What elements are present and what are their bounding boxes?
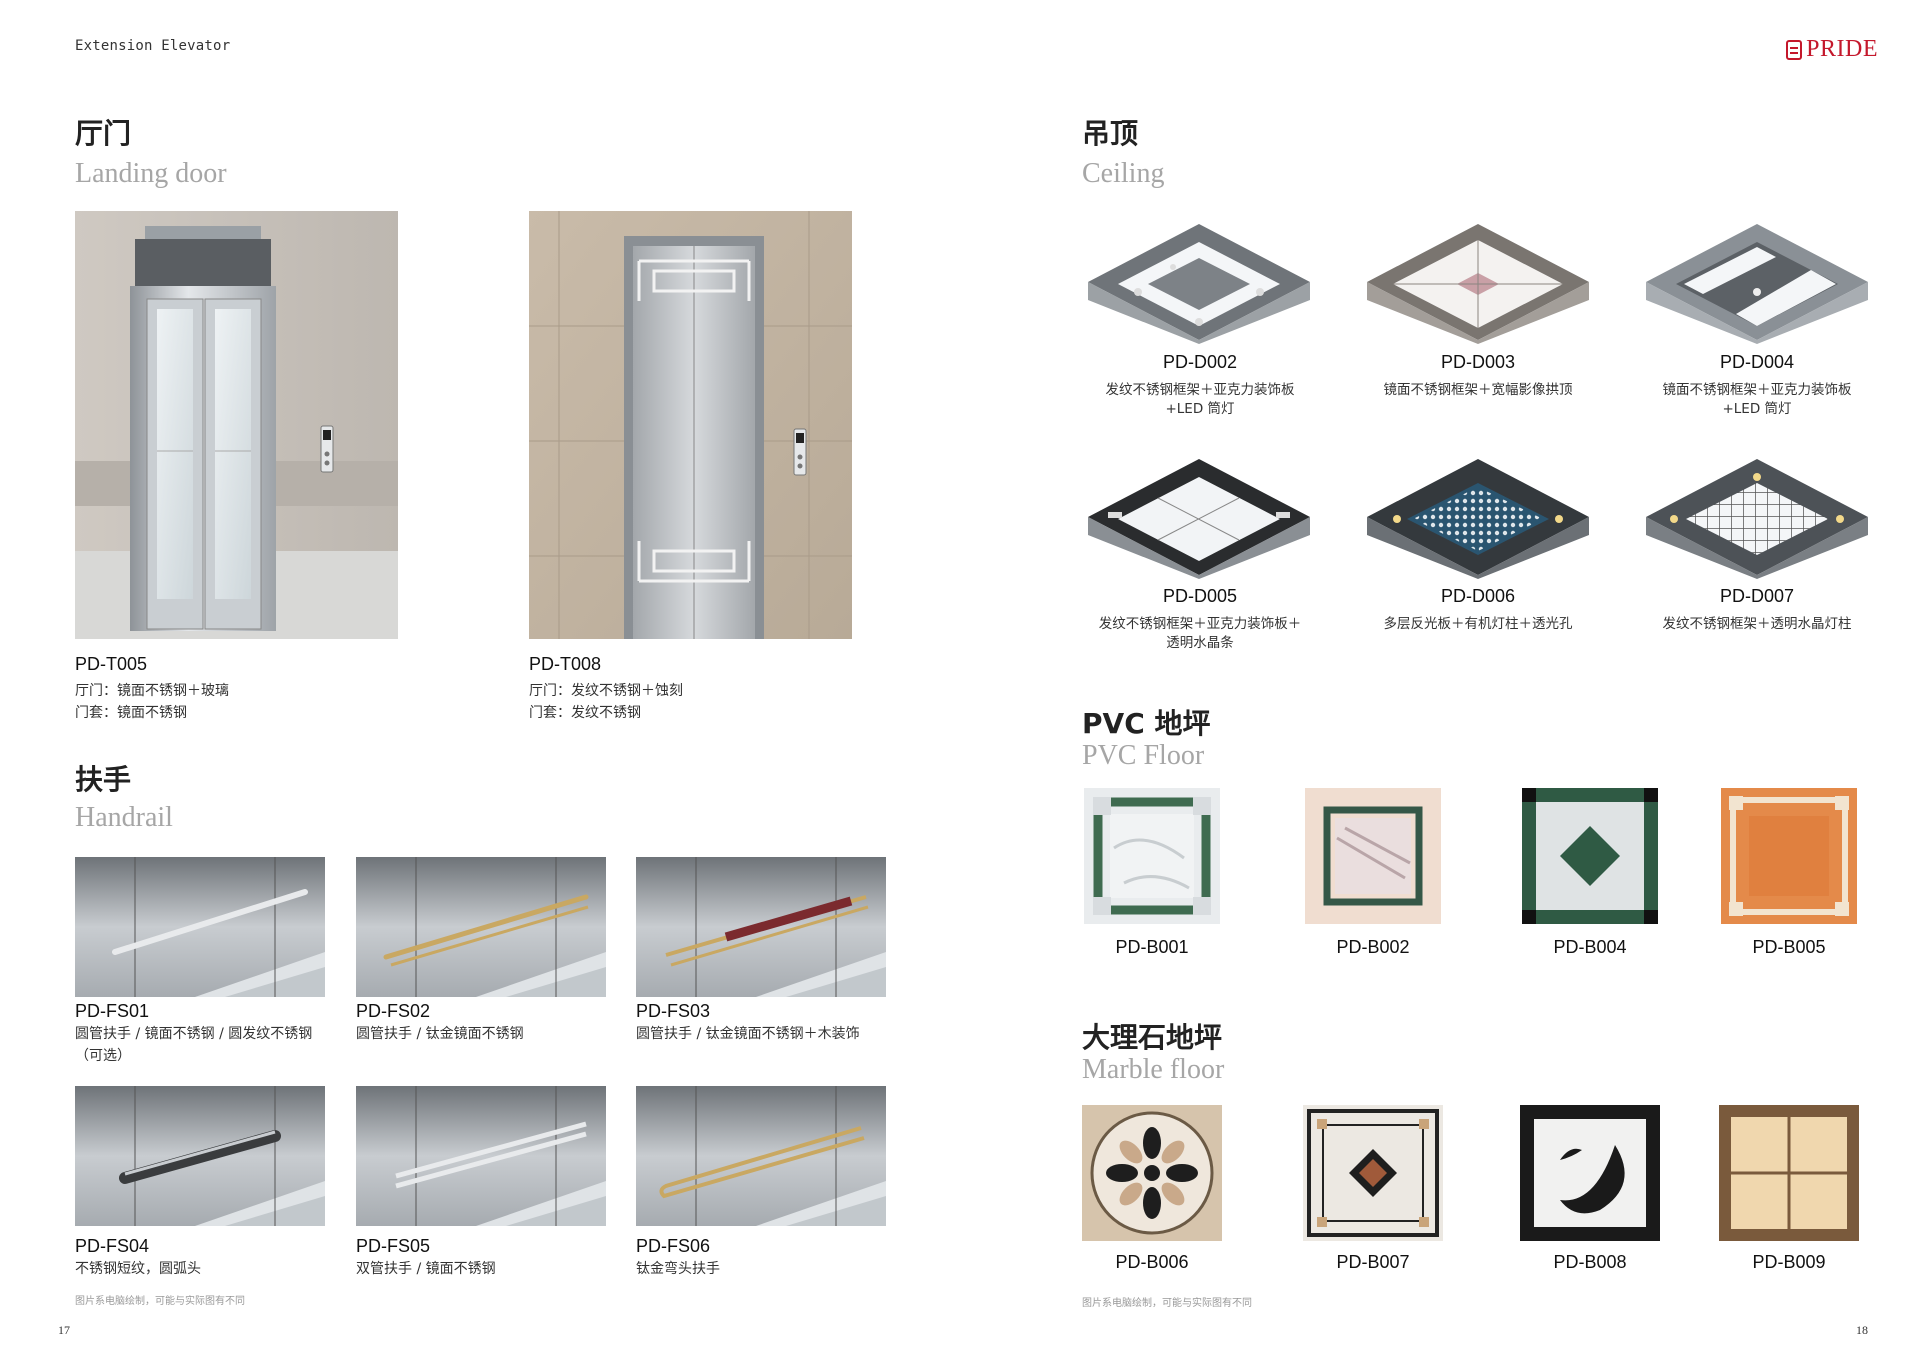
- pvc-code-b002: PD-B002: [1336, 937, 1410, 957]
- ceiling-title-cn: 吊顶: [1082, 117, 1139, 150]
- handrail-desc-fs01: 圆管扶手 / 镜面不锈钢 / 圆发纹不锈钢（可选）: [75, 1026, 313, 1064]
- marble-code-b009: PD-B009: [1752, 1252, 1826, 1272]
- marble-title-en: Marble floor: [1082, 1054, 1225, 1085]
- ceiling-desc-d005: 发纹不锈钢框架＋亚克力装饰板＋透明水晶条: [1098, 616, 1302, 651]
- pvc-b002-image: [1305, 788, 1441, 924]
- ceiling-d007-image: [1636, 457, 1878, 579]
- marble-b007-image: [1303, 1105, 1443, 1241]
- marble-code-b007: PD-B007: [1336, 1252, 1410, 1272]
- ceiling-desc-d006: 多层反光板＋有机灯柱＋透光孔: [1383, 616, 1573, 632]
- pvc-title-en: PVC Floor: [1082, 740, 1205, 771]
- ceiling-d002-image: [1078, 222, 1320, 344]
- handrail-title-en: Handrail: [75, 802, 173, 833]
- landing-door-t008-image: [529, 211, 852, 639]
- handrail-code-fs01: PD-FS01: [75, 1001, 150, 1021]
- ceiling-desc-d007: 发纹不锈钢框架＋透明水晶灯柱: [1662, 616, 1852, 632]
- landing-code-t008: PD-T008: [529, 654, 602, 674]
- handrail-fs06-image: [636, 1086, 886, 1226]
- marble-b008-image: [1520, 1105, 1660, 1241]
- pvc-title-cn: PVC 地坪: [1082, 707, 1211, 740]
- ceiling-d003-image: [1357, 222, 1599, 344]
- handrail-fs01-image: [75, 857, 325, 997]
- ceiling-desc-d002: 发纹不锈钢框架＋亚克力装饰板+LED 筒灯: [1105, 382, 1295, 417]
- handrail-desc-fs02: 圆管扶手 / 钛金镜面不锈钢: [356, 1026, 524, 1042]
- pvc-b004-image: [1522, 788, 1658, 924]
- ceiling-d005-image: [1078, 457, 1320, 579]
- landing-code-t005: PD-T005: [75, 654, 148, 674]
- handrail-code-fs03: PD-FS03: [636, 1001, 711, 1021]
- handrail-code-fs04: PD-FS04: [75, 1236, 150, 1256]
- brand-name: PRIDE: [1806, 36, 1878, 62]
- ceiling-code-d003: PD-D003: [1440, 352, 1516, 372]
- ceiling-desc-d004: 镜面不锈钢框架＋亚克力装饰板+LED 筒灯: [1662, 382, 1852, 417]
- handrail-fs02-image: [356, 857, 606, 997]
- handrail-fs04-image: [75, 1086, 325, 1226]
- handrail-fs05-image: [356, 1086, 606, 1226]
- landing-desc-t005: 厅门：镜面不锈钢＋玻璃门套：镜面不锈钢: [75, 683, 229, 721]
- handrail-code-fs06: PD-FS06: [636, 1236, 711, 1256]
- ceiling-code-d002: PD-D002: [1162, 352, 1238, 372]
- landing-desc-t008: 厅门：发纹不锈钢＋蚀刻门套：发纹不锈钢: [529, 683, 683, 721]
- handrail-desc-fs06: 钛金弯头扶手: [636, 1261, 720, 1277]
- marble-code-b006: PD-B006: [1115, 1252, 1189, 1272]
- pvc-code-b005: PD-B005: [1752, 937, 1826, 957]
- landing-door-t005-image: [75, 211, 398, 639]
- marble-title-cn: 大理石地坪: [1082, 1021, 1223, 1054]
- handrail-desc-fs03: 圆管扶手 / 钛金镜面不锈钢＋木装饰: [636, 1026, 860, 1042]
- page-number-left: 17: [58, 1323, 70, 1337]
- page-number-right: 18: [1856, 1323, 1868, 1337]
- marble-b009-image: [1719, 1105, 1859, 1241]
- brand-logo: PRIDE: [1786, 36, 1878, 63]
- landing-title-cn: 厅门: [75, 117, 132, 150]
- ceiling-code-d005: PD-D005: [1162, 586, 1238, 606]
- handrail-desc-fs04: 不锈钢短纹，圆弧头: [75, 1261, 201, 1277]
- pvc-code-b004: PD-B004: [1553, 937, 1627, 957]
- ceiling-code-d004: PD-D004: [1719, 352, 1795, 372]
- pvc-b005-image: [1721, 788, 1857, 924]
- ceiling-desc-d003: 镜面不锈钢框架＋宽幅影像拱顶: [1383, 382, 1573, 398]
- ceiling-d004-image: [1636, 222, 1878, 344]
- brand-mark-icon: [1786, 39, 1803, 60]
- header-left-text: Extension Elevator: [75, 38, 231, 54]
- right-disclaimer-note: 图片系电脑绘制，可能与实际图有不同: [1082, 1298, 1252, 1309]
- handrail-title-cn: 扶手: [75, 763, 132, 796]
- left-disclaimer-note: 图片系电脑绘制，可能与实际图有不同: [75, 1296, 245, 1307]
- pvc-code-b001: PD-B001: [1115, 937, 1189, 957]
- ceiling-code-d007: PD-D007: [1719, 586, 1795, 606]
- marble-b006-image: [1082, 1105, 1222, 1241]
- ceiling-code-d006: PD-D006: [1440, 586, 1516, 606]
- landing-title-en: Landing door: [75, 158, 227, 189]
- handrail-code-fs05: PD-FS05: [356, 1236, 431, 1256]
- pvc-b001-image: [1084, 788, 1220, 924]
- ceiling-d006-image: [1357, 457, 1599, 579]
- ceiling-title-en: Ceiling: [1082, 158, 1165, 189]
- handrail-code-fs02: PD-FS02: [356, 1001, 431, 1021]
- handrail-desc-fs05: 双管扶手 / 镜面不锈钢: [356, 1261, 496, 1277]
- handrail-fs03-image: [636, 857, 886, 997]
- marble-code-b008: PD-B008: [1553, 1252, 1627, 1272]
